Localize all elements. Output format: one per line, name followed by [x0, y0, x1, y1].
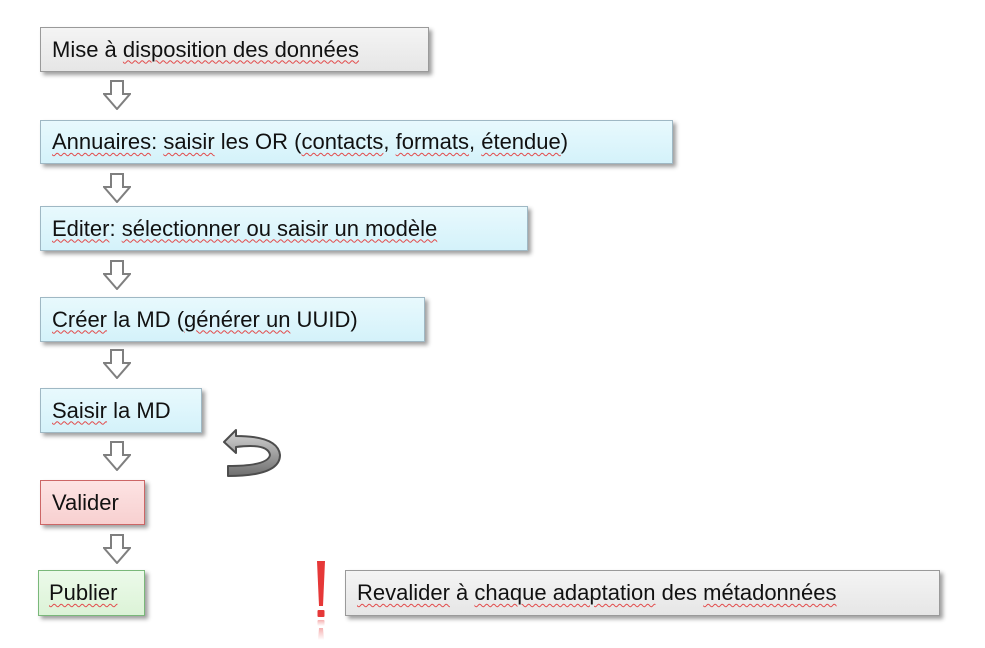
step-label: Editer: sélectionner ou saisir un modèle	[52, 216, 437, 242]
step-label-segment: les OR (	[214, 129, 302, 154]
down-arrow-icon	[103, 80, 131, 110]
step-label-segment: contacts	[301, 129, 384, 154]
step-valider: Valider	[40, 480, 145, 525]
exclamation-icon	[317, 561, 325, 640]
step-label-segment: ,	[383, 129, 396, 154]
step-publier: Publier	[38, 570, 145, 616]
step-label-segment: Saisir	[52, 397, 108, 423]
step-label-segment: :	[151, 129, 164, 154]
down-arrow-icon	[103, 173, 131, 203]
step-label: Saisir la MD	[52, 398, 171, 424]
step-label-segment: saisir	[163, 129, 215, 154]
step-label: Valider	[52, 490, 119, 516]
step-label-segment: Valider	[52, 489, 119, 515]
step-label: Publier	[49, 580, 117, 606]
revalidation-note: Revalider à chaque adaptation des métado…	[345, 570, 940, 616]
step-label-segment: ,	[468, 129, 482, 154]
step-label: Annuaires: saisir les OR (contacts, form…	[52, 129, 568, 155]
step-label: Créer la MD (générer un UUID)	[52, 307, 358, 333]
step-mise-a-disposition: Mise à disposition des données	[40, 27, 429, 72]
step-label-segment: métadonnées	[703, 580, 837, 605]
down-arrow-icon	[103, 349, 131, 379]
step-label-segment: Créer	[52, 306, 108, 332]
down-arrow-icon	[103, 534, 131, 564]
step-label-segment: :	[109, 215, 122, 241]
step-saisir-md: Saisir la MD	[40, 388, 202, 433]
step-label-segment: la MD (	[107, 306, 185, 332]
step-label-segment: Editer	[52, 215, 110, 241]
step-label-segment: Revalider	[357, 580, 450, 605]
step-label-segment: sélectionner ou saisir un modèle	[121, 215, 438, 241]
step-label-segment: )	[560, 129, 569, 154]
step-label-segment: disposition des données	[122, 36, 359, 62]
step-label: Mise à disposition des données	[52, 37, 359, 63]
step-label-segment: des	[655, 580, 704, 605]
loop-back-arrow-icon	[223, 429, 281, 477]
step-label-segment: UUID)	[290, 306, 358, 332]
step-label-segment: chaque adaptation	[474, 580, 656, 605]
step-label-segment: à	[449, 580, 475, 605]
step-label-segment: générer un	[184, 306, 291, 332]
step-annuaires: Annuaires: saisir les OR (contacts, form…	[40, 120, 673, 164]
step-label-segment: formats	[395, 129, 469, 154]
down-arrow-icon	[103, 441, 131, 471]
step-creer-md: Créer la MD (générer un UUID)	[40, 297, 425, 342]
step-label-segment: étendue	[481, 129, 561, 154]
step-label-segment: la MD	[107, 397, 171, 423]
step-label-segment: Publier	[49, 580, 118, 605]
step-label-segment: Mise à	[52, 36, 123, 62]
note-label: Revalider à chaque adaptation des métado…	[357, 580, 837, 606]
down-arrow-icon	[103, 260, 131, 290]
step-editer: Editer: sélectionner ou saisir un modèle	[40, 206, 528, 251]
step-label-segment: Annuaires	[52, 129, 152, 154]
